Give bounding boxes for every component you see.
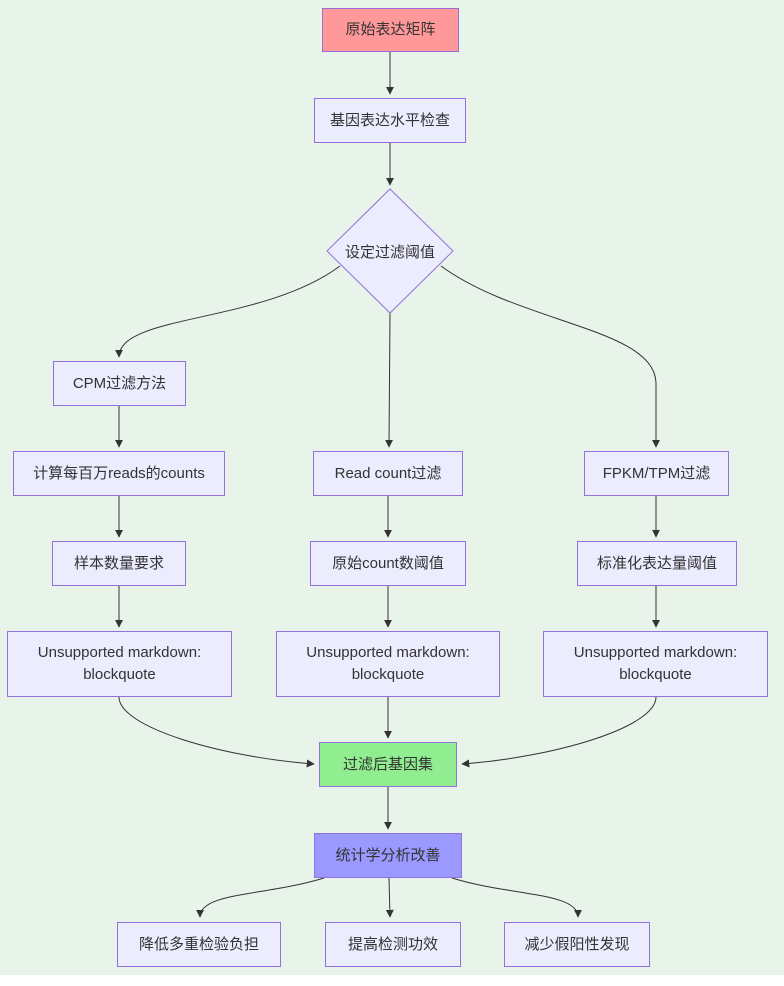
node-reduce-multiple-testing-burden: 降低多重检验负担	[117, 922, 281, 967]
node-read-count-filter: Read count过滤	[313, 451, 463, 496]
node-label: 降低多重检验负担	[138, 935, 259, 953]
node-label-line1: Unsupported markdown:	[573, 644, 738, 662]
node-filtered-gene-set: 过滤后基因集	[319, 742, 457, 787]
node-unsupported-markdown-mid: Unsupported markdown: blockquote	[276, 631, 500, 697]
node-fpkm-tpm-filter: FPKM/TPM过滤	[584, 451, 729, 496]
node-label: 标准化表达量阈值	[596, 554, 717, 572]
node-label: Read count过滤	[334, 464, 442, 482]
node-unsupported-markdown-left: Unsupported markdown: blockquote	[7, 631, 232, 697]
node-statistical-improvement: 统计学分析改善	[314, 833, 462, 878]
node-label-line2: blockquote	[619, 666, 692, 683]
node-label-line2: blockquote	[351, 666, 425, 683]
node-sample-count-requirement: 样本数量要求	[52, 541, 186, 586]
node-cpm-calculation: 计算每百万reads的counts	[13, 451, 225, 496]
node-label: 设定过滤阈值	[344, 243, 435, 261]
node-improve-detection-power: 提高检测功效	[325, 922, 461, 967]
node-label: 样本数量要求	[73, 554, 164, 572]
node-raw-expression-matrix: 原始表达矩阵	[322, 8, 459, 52]
node-label: FPKM/TPM过滤	[602, 464, 711, 482]
node-label-line2: blockquote	[83, 666, 156, 683]
node-label: 原始count数阈值	[332, 554, 444, 572]
node-label: 减少假阳性发现	[524, 935, 630, 953]
node-label-line1: Unsupported markdown:	[37, 644, 202, 662]
node-label: 原始表达矩阵	[345, 21, 436, 39]
node-reduce-false-positives: 减少假阳性发现	[504, 922, 650, 967]
node-label: 提高检测功效	[347, 935, 438, 953]
node-label-line1: Unsupported markdown:	[306, 644, 470, 662]
node-cpm-filter-method: CPM过滤方法	[53, 361, 186, 406]
node-label: 过滤后基因集	[342, 755, 433, 773]
node-label: 计算每百万reads的counts	[33, 464, 205, 482]
node-unsupported-markdown-right: Unsupported markdown: blockquote	[543, 631, 768, 697]
node-label: 基因表达水平检查	[329, 111, 450, 129]
node-label: CPM过滤方法	[72, 374, 167, 392]
decision-set-filter-threshold-label: 设定过滤阈值	[330, 236, 450, 266]
node-label: 统计学分析改善	[335, 846, 441, 864]
node-normalized-expression-threshold: 标准化表达量阈值	[577, 541, 737, 586]
node-gene-expression-check: 基因表达水平检查	[314, 98, 466, 143]
node-raw-count-threshold: 原始count数阈值	[310, 541, 466, 586]
